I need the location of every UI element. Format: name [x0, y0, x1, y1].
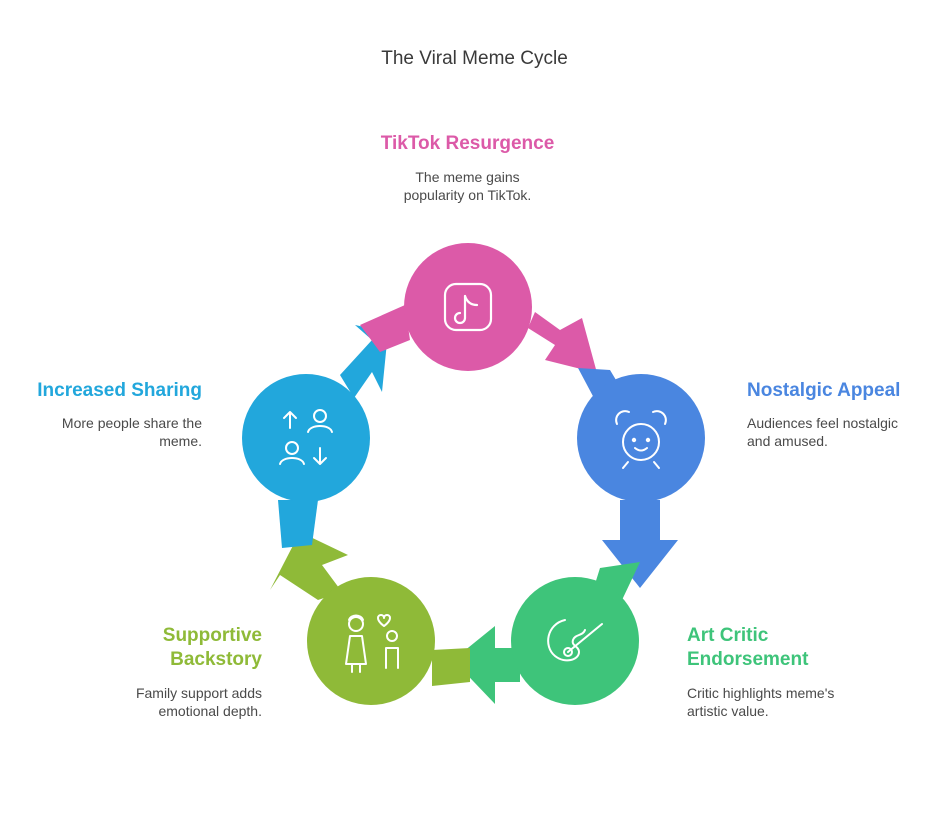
stage-tiktok-desc-line1: The meme gains	[415, 169, 520, 185]
stage-critic-desc-line1: Critic highlights meme's	[687, 685, 835, 701]
arrow-tiktok-to-nostalgic	[528, 312, 597, 373]
stage-supportive-desc-line2: emotional depth.	[158, 703, 262, 719]
circle-sharing	[242, 374, 370, 502]
circle-tiktok	[404, 243, 532, 371]
stage-tiktok-title: TikTok Resurgence	[380, 133, 555, 154]
stage-sharing-desc-line2: meme.	[159, 433, 202, 449]
stage-critic-desc: Critic highlights meme's artistic value.	[687, 684, 887, 720]
stage-tiktok-desc-line2: popularity on TikTok.	[403, 187, 532, 203]
circle-nostalgic	[577, 374, 705, 502]
stage-sharing-title: Increased Sharing	[37, 380, 202, 401]
arrow-critic-to-supportive	[453, 626, 520, 704]
stage-supportive-desc: Family support adds emotional depth.	[62, 684, 262, 720]
stage-supportive-desc-line1: Family support adds	[135, 685, 262, 701]
palette-brush-icon	[547, 619, 603, 662]
arrow-nostalgic-to-critic	[602, 500, 678, 588]
stage-nostalgic-desc-line1: Audiences feel nostalgic	[747, 415, 898, 431]
alarm-clock-face-icon	[615, 410, 667, 469]
circle-supportive	[307, 577, 435, 705]
users-exchange-icon	[279, 409, 333, 465]
stage-tiktok-desc: The meme gains popularity on TikTok.	[340, 168, 595, 204]
stage-nostalgic-desc: Audiences feel nostalgic and amused.	[747, 414, 937, 450]
stage-supportive-title-line1: Supportive	[162, 625, 262, 646]
stage-critic-title: Art Critic Endorsement	[687, 624, 887, 672]
stage-nostalgic-desc-line2: and amused.	[747, 433, 828, 449]
diagram-title: The Viral Meme Cycle	[381, 48, 568, 69]
stage-nostalgic-title: Nostalgic Appeal	[747, 380, 901, 401]
arrow-connector-cyan-bottom	[278, 500, 318, 548]
family-heart-icon	[345, 614, 399, 673]
stage-critic-desc-line2: artistic value.	[687, 703, 769, 719]
arrow-connector-olive-right	[432, 648, 470, 686]
stage-supportive-title-line2: Backstory	[170, 649, 262, 670]
stage-sharing-desc-line1: More people share the	[61, 415, 202, 431]
tiktok-logo-icon	[443, 282, 493, 332]
stage-critic-title-line1: Art Critic	[687, 625, 769, 646]
stage-sharing-desc: More people share the meme.	[12, 414, 202, 450]
stage-critic-title-line2: Endorsement	[687, 649, 809, 670]
arrow-connector-pink-left	[360, 305, 410, 352]
stage-supportive-title: Supportive Backstory	[62, 624, 262, 672]
circle-critic	[511, 577, 639, 705]
arrow-supportive-to-increased	[270, 532, 348, 600]
